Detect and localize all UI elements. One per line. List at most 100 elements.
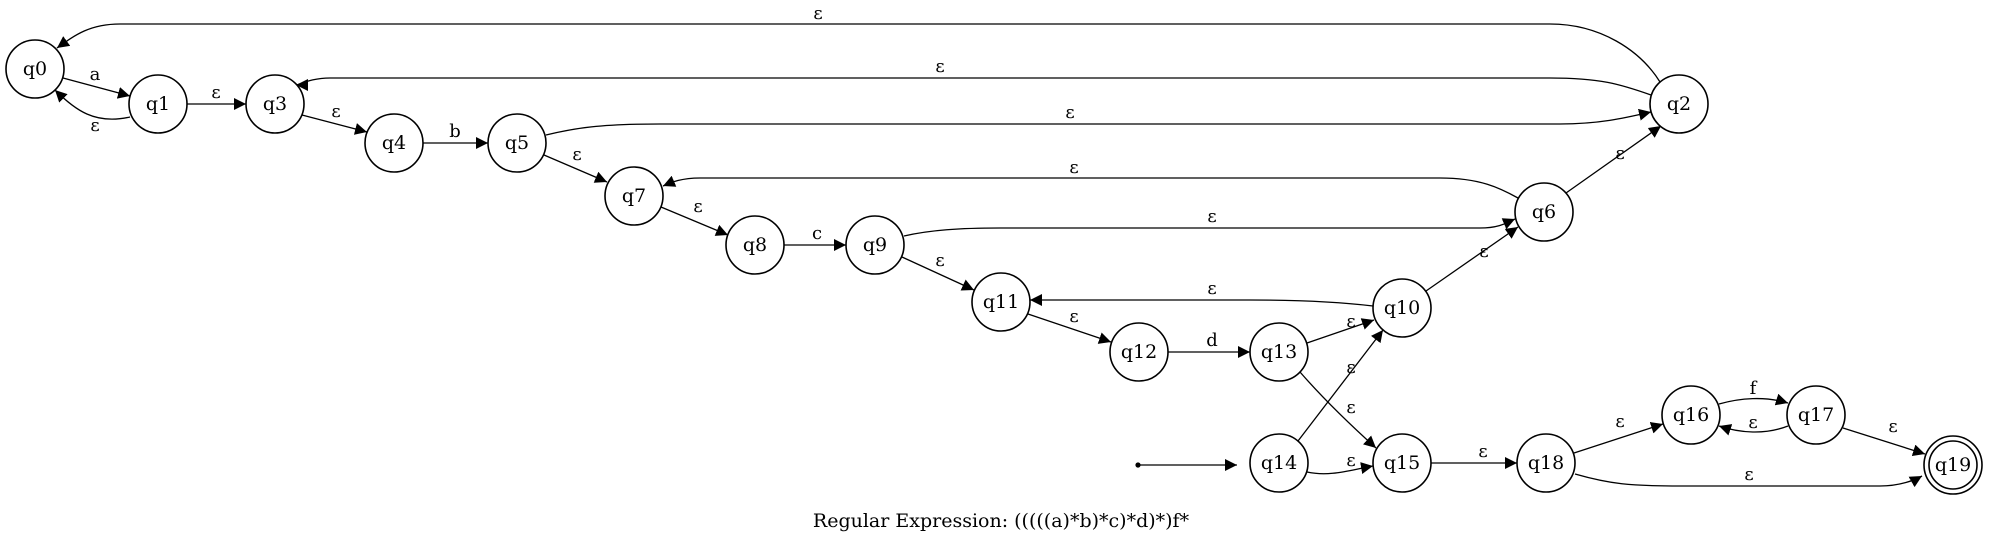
transition-label-q9-q6: ε <box>1207 206 1216 227</box>
transition-q6-q2 <box>1565 125 1662 194</box>
state-circle-q18 <box>1516 433 1576 493</box>
transition-label-q18-q19: ε <box>1744 464 1753 485</box>
state-label-q18: q18 <box>1528 452 1564 474</box>
transition-label-q13-q10: ε <box>1346 311 1355 332</box>
state-label-q1: q1 <box>146 93 170 115</box>
state-label-q6: q6 <box>1532 201 1556 223</box>
transition-q0-q1 <box>62 77 131 99</box>
state-q15: q15 <box>1372 433 1432 493</box>
state-circle-q8 <box>725 215 785 275</box>
state-circle-q2 <box>1649 74 1709 134</box>
transition-q14-q10 <box>1297 329 1384 442</box>
state-label-q14: q14 <box>1261 452 1297 474</box>
state-label-q12: q12 <box>1121 341 1157 363</box>
transition-label-q1-q3: ε <box>211 82 220 103</box>
state-q12: q12 <box>1109 322 1169 382</box>
state-circle-q1 <box>128 74 188 134</box>
state-label-q2: q2 <box>1667 93 1691 115</box>
state-label-q0: q0 <box>23 58 47 80</box>
transition-label-q16-q17: f <box>1750 378 1758 399</box>
state-label-q17: q17 <box>1798 404 1834 426</box>
transition-q17-q19 <box>1842 427 1926 457</box>
state-circle-q14 <box>1249 433 1309 493</box>
state-q1: q1 <box>128 74 188 134</box>
transition-label-q0-q1: a <box>90 64 101 85</box>
transition-q13-q15 <box>1299 371 1377 449</box>
transition-label-q2-q3: ε <box>935 56 944 77</box>
state-q19: q19 <box>1923 435 1983 495</box>
transition-q9-q6 <box>903 218 1516 237</box>
state-label-q7: q7 <box>622 185 646 207</box>
transition-label-q7-q8: ε <box>693 196 702 217</box>
state-circle-q15 <box>1372 433 1432 493</box>
transition-q1-q0 <box>54 89 131 120</box>
state-label-q8: q8 <box>743 234 767 256</box>
state-circle-q4 <box>364 113 424 173</box>
state-circle-q10 <box>1372 278 1432 338</box>
transition-label-q14-q10: ε <box>1346 357 1355 378</box>
state-circle-q12 <box>1109 322 1169 382</box>
transition-q3-q4 <box>301 114 368 135</box>
state-q10: q10 <box>1372 278 1432 338</box>
transition-q13-q10 <box>1306 318 1375 344</box>
state-q3: q3 <box>245 74 305 134</box>
state-label-q19: q19 <box>1935 454 1971 476</box>
state-q2: q2 <box>1649 74 1709 134</box>
state-q7: q7 <box>604 166 664 226</box>
transition-label-q10-q11: ε <box>1207 278 1216 299</box>
state-circle-q5 <box>487 113 547 173</box>
state-q6: q6 <box>1514 182 1574 242</box>
state-q9: q9 <box>845 215 905 275</box>
transition-label-q10-q6: ε <box>1479 241 1488 262</box>
state-q16: q16 <box>1661 385 1721 445</box>
transition-q18-q16 <box>1573 422 1664 454</box>
transition-q5-q7 <box>543 154 608 183</box>
diagram-caption: Regular Expression: (((((a)*b)*c)*d)*)f* <box>813 510 1190 532</box>
state-label-q10: q10 <box>1384 297 1420 319</box>
transition-label-q8-q9: c <box>812 223 822 244</box>
state-circle-q7 <box>604 166 664 226</box>
transition-label-q18-q16: ε <box>1615 411 1624 432</box>
transition-label-q3-q4: ε <box>331 101 340 122</box>
transition-q14-q15 <box>1306 462 1374 475</box>
state-circle-q0 <box>5 39 65 99</box>
state-label-q13: q13 <box>1261 341 1297 363</box>
transition-q11-q12 <box>1027 313 1112 344</box>
transition-label-q11-q12: ε <box>1069 306 1078 327</box>
transition-label-q6-q2: ε <box>1615 143 1624 164</box>
transition-q10-q6 <box>1425 226 1519 292</box>
transition-label-q5-q2: ε <box>1065 102 1074 123</box>
transition-q2-q3 <box>295 77 1652 96</box>
transition-label-q15-q18: ε <box>1478 441 1487 462</box>
state-q14: q14 <box>1249 433 1309 493</box>
state-label-q9: q9 <box>863 234 887 256</box>
state-q4: q4 <box>364 113 424 173</box>
state-circle-q16 <box>1661 385 1721 445</box>
state-circle-q6 <box>1514 182 1574 242</box>
transition-label-q17-q16: ε <box>1748 412 1757 433</box>
accept-ring-q19 <box>1928 440 1978 490</box>
state-label-q11: q11 <box>983 291 1019 313</box>
transition-label-q13-q15: ε <box>1346 397 1355 418</box>
state-q8: q8 <box>725 215 785 275</box>
state-label-q5: q5 <box>505 132 529 154</box>
transition-q5-q2 <box>545 108 1652 136</box>
state-circle-q9 <box>845 215 905 275</box>
state-circle-q3 <box>245 74 305 134</box>
transition-q18-q19 <box>1574 473 1923 488</box>
state-q13: q13 <box>1249 322 1309 382</box>
transition-label-q4-q5: b <box>449 121 461 142</box>
state-circle-q11 <box>971 272 1031 332</box>
state-label-q3: q3 <box>263 93 287 115</box>
start-marker <box>1135 462 1141 468</box>
transition-q17-q16 <box>1718 424 1789 436</box>
transition-label-q2-q0: ε <box>813 3 822 24</box>
transition-q6-q7 <box>662 175 1519 199</box>
transition-q16-q17 <box>1718 393 1789 406</box>
transition-label-q14-q15: ε <box>1346 450 1355 471</box>
transition-label-q6-q7: ε <box>1069 157 1078 178</box>
state-q0: q0 <box>5 39 65 99</box>
transition-q10-q11 <box>1030 294 1374 307</box>
